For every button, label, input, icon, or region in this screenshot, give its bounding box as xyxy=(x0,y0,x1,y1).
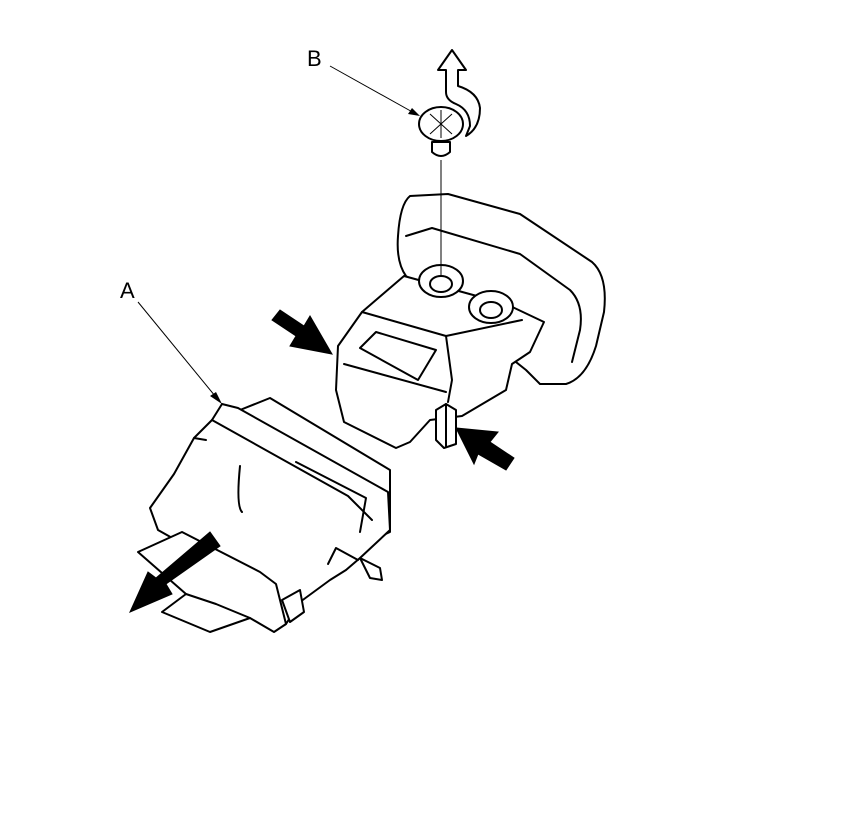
press-arrow-left-icon xyxy=(271,309,333,355)
leader-line-a xyxy=(137,301,221,403)
leader-arrowhead-a xyxy=(210,392,222,404)
pull-out-arrow-icon xyxy=(129,531,221,613)
leader-line-b xyxy=(329,65,417,115)
leader-arrowhead-b xyxy=(408,108,420,116)
switch-housing xyxy=(335,193,606,449)
label-a: A xyxy=(120,278,135,303)
screw xyxy=(418,106,464,157)
label-b: B xyxy=(307,46,322,71)
rotate-counterclockwise-arrow-icon xyxy=(437,49,481,137)
press-arrow-right-icon xyxy=(455,427,515,471)
connector xyxy=(137,397,391,633)
